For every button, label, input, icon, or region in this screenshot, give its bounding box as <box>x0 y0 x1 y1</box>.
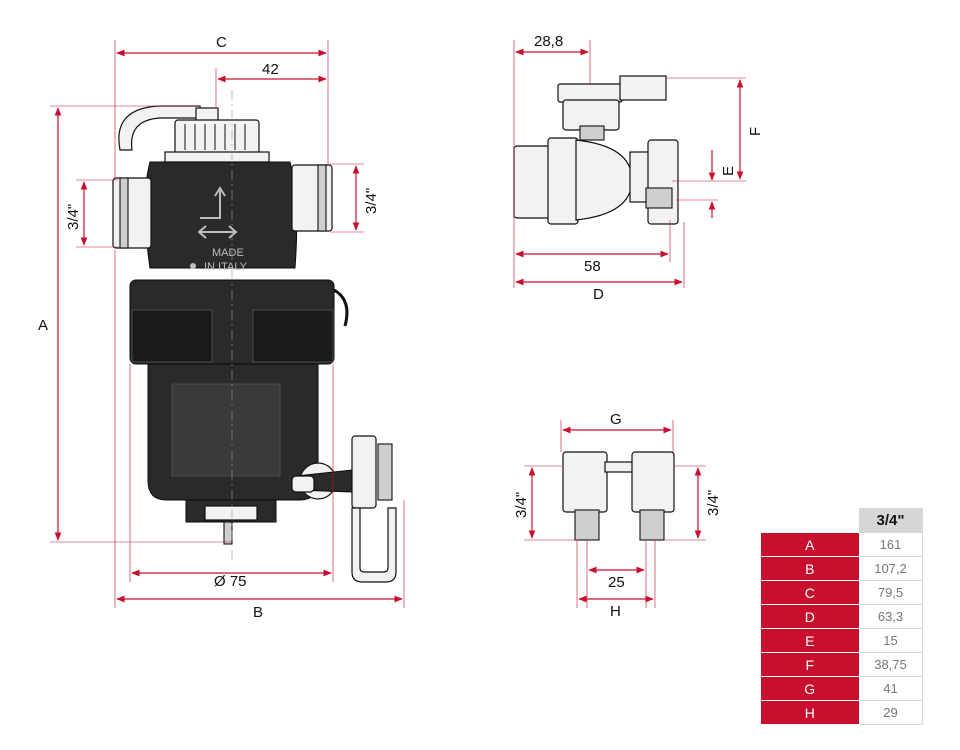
dim-h-label: H <box>610 603 621 620</box>
table-key: H <box>760 700 860 725</box>
table-value: 161 <box>858 532 923 557</box>
dim-dia75-label: Ø 75 <box>214 573 247 590</box>
table-key: A <box>760 532 860 557</box>
table-value: 107,2 <box>858 556 923 581</box>
table-value: 38,75 <box>858 652 923 677</box>
dim-thread-g-left-label: 3/4" <box>513 492 530 518</box>
ball-valve-dimensions: 28,8 F E 58 D <box>513 33 764 303</box>
filter-body-drawing: MADE IN ITALY <box>112 90 397 583</box>
fittings-dimensions: G 3/4" 3/4" 25 H <box>513 411 722 620</box>
table-value: 29 <box>858 700 923 725</box>
dimension-table: 3/4" A 161 B 107,2 C 79,5 D 63,3 E 15 F … <box>760 508 923 725</box>
dim-thread-right-label: 3/4" <box>363 188 380 214</box>
dim-c-label: C <box>216 34 227 51</box>
table-row: F 38,75 <box>760 652 923 677</box>
table-value: 15 <box>858 628 923 653</box>
dim-thread-g-right-label: 3/4" <box>705 490 722 516</box>
table-key: D <box>760 604 860 629</box>
dim-58-label: 58 <box>584 258 601 275</box>
table-row: B 107,2 <box>760 556 923 581</box>
table-key: G <box>760 676 860 701</box>
dim-42-label: 42 <box>262 61 279 78</box>
table-key: B <box>760 556 860 581</box>
table-header-row: 3/4" <box>760 508 923 533</box>
dim-a-label: A <box>38 317 48 334</box>
dim-g-label: G <box>610 411 622 428</box>
table-row: E 15 <box>760 628 923 653</box>
dim-thread-left-label: 3/4" <box>65 204 82 230</box>
filter-dimensions: C 42 A 3/4" 3/4" Ø 75 B <box>38 34 405 621</box>
ball-valve-drawing <box>513 75 679 225</box>
table-size-header: 3/4" <box>858 508 923 533</box>
dim-f-label: F <box>747 127 764 136</box>
dim-25-label: 25 <box>608 574 625 591</box>
dim-e-label: E <box>720 166 737 176</box>
table-value: 41 <box>858 676 923 701</box>
dim-b-label: B <box>253 604 263 621</box>
table-row: G 41 <box>760 676 923 701</box>
table-key: F <box>760 652 860 677</box>
table-row: C 79,5 <box>760 580 923 605</box>
table-value: 79,5 <box>858 580 923 605</box>
table-row: D 63,3 <box>760 604 923 629</box>
table-corner <box>760 508 859 533</box>
table-key: C <box>760 580 860 605</box>
body-text-made: MADE <box>212 247 244 259</box>
table-key: E <box>760 628 860 653</box>
table-row: A 161 <box>760 532 923 557</box>
fittings-drawing <box>562 451 675 541</box>
body-text-italy: IN ITALY <box>204 261 248 273</box>
table-row: H 29 <box>760 700 923 725</box>
dim-d-label: D <box>593 286 604 303</box>
table-value: 63,3 <box>858 604 923 629</box>
dim-288-label: 28,8 <box>534 33 563 50</box>
